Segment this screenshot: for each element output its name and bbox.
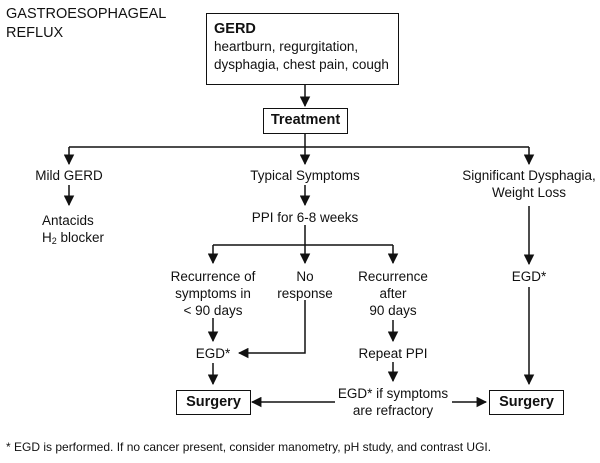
typical-symptoms-label: Typical Symptoms — [250, 168, 360, 183]
significant-dysphagia-label: Significant Dysphagia, Weight Loss — [454, 167, 600, 201]
title-line-2: REFLUX — [6, 25, 64, 41]
recurrence-late-label: Recurrence after 90 days — [348, 268, 438, 319]
egd-refractory-line-1: EGD* if symptoms — [337, 386, 449, 401]
mild-gerd-label: Mild GERD — [35, 168, 103, 183]
gerd-symptoms-line-2: dysphagia, chest pain, cough — [214, 57, 389, 72]
recurrence-early-label: Recurrence of symptoms in < 90 days — [163, 268, 263, 319]
title-line-1: GASTROESOPHAGEAL — [6, 6, 167, 22]
antacids-text: Antacids — [42, 213, 94, 228]
egd-refractory-label: EGD* if symptoms are refractory — [333, 385, 453, 419]
surgery-left-box: Surgery — [176, 390, 251, 415]
significant-line-2: Weight Loss — [491, 185, 567, 200]
significant-line-1: Significant Dysphagia, — [462, 168, 596, 183]
arrow-no-response-to-egd — [237, 300, 306, 359]
recurrence-late-line-1: Recurrence — [358, 269, 428, 284]
treatment-box: Treatment — [263, 108, 348, 134]
no-response-line-2: response — [277, 286, 333, 301]
recurrence-late-line-3: 90 days — [369, 303, 417, 318]
repeat-ppi-label: Repeat PPI — [358, 346, 428, 361]
recurrence-late-line-2: after — [379, 286, 407, 301]
recurrence-early-line-2: symptoms in — [175, 286, 251, 301]
gerd-symptoms-line-1: heartburn, regurgitation, — [214, 39, 359, 54]
egd-right-label: EGD* — [511, 269, 547, 284]
gerd-heading: GERD — [214, 21, 256, 37]
egd-refractory-line-2: are refractory — [352, 403, 434, 418]
footnote: * EGD is performed. If no cancer present… — [6, 440, 492, 454]
recurrence-early-line-3: < 90 days — [183, 303, 243, 318]
surgery-right-box: Surgery — [489, 390, 564, 415]
recurrence-early-line-1: Recurrence of — [170, 269, 256, 284]
h2-blocker-text: H2 blocker — [42, 230, 105, 246]
diagram-title: GASTROESOPHAGEAL REFLUX — [6, 5, 166, 43]
no-response-label: No response — [270, 268, 340, 302]
mild-treatment-label: Antacids H2 blocker — [42, 212, 104, 246]
egd-left-label: EGD* — [195, 346, 231, 361]
ppi-label: PPI for 6-8 weeks — [251, 210, 359, 225]
gerd-box: GERD heartburn, regurgitation, dysphagia… — [206, 13, 399, 85]
no-response-line-1: No — [296, 269, 314, 284]
